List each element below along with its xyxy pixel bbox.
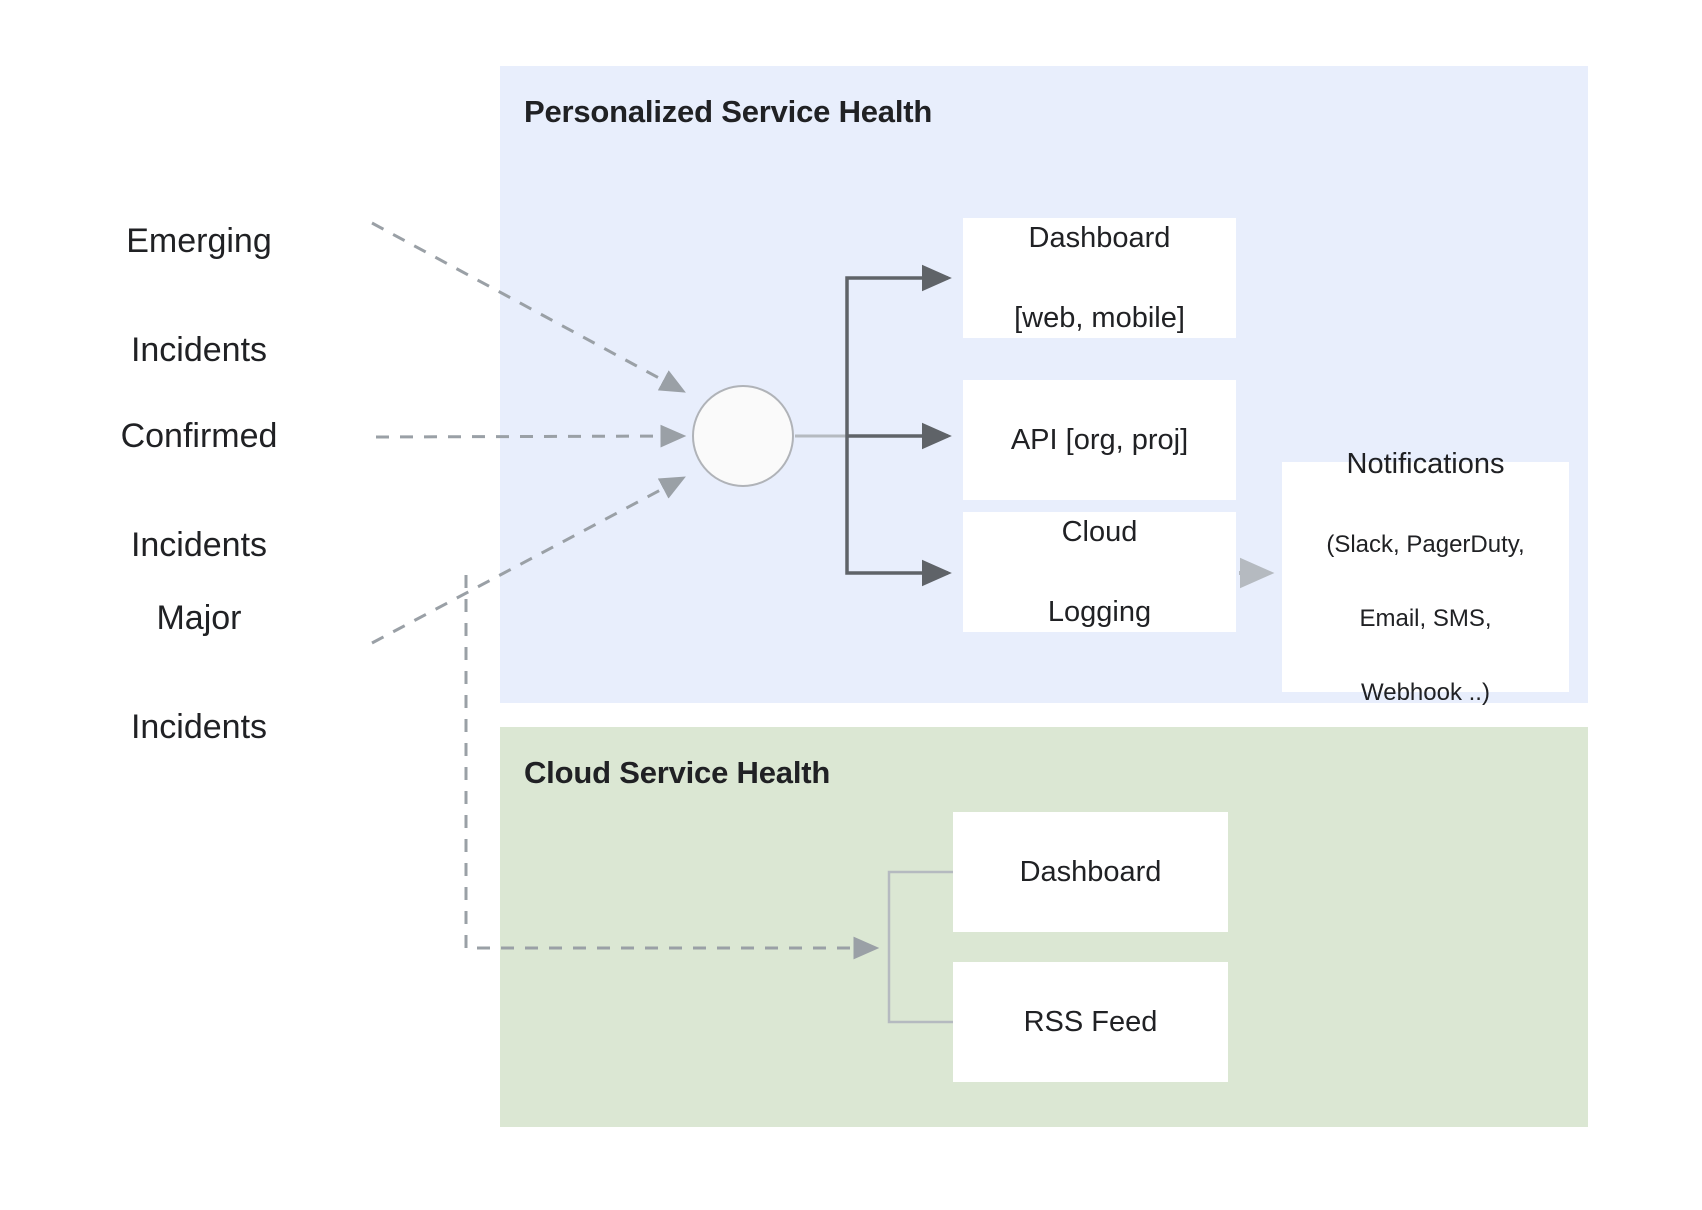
source-label-major-incidents: Major Incidents <box>54 537 344 809</box>
node-csh-dashboard[interactable]: Dashboard <box>953 812 1228 932</box>
node-cloud-logging-line2: Logging <box>1047 596 1152 629</box>
node-csh-rss-feed-text: RSS Feed <box>1023 1005 1158 1038</box>
node-cloud-logging-line1: Cloud <box>1061 515 1138 548</box>
source-major-line1: Major <box>156 599 242 638</box>
node-cloud-logging[interactable]: Cloud Logging <box>963 512 1236 632</box>
node-notifications-title: Notifications <box>1346 447 1505 480</box>
source-confirmed-line2: Incidents <box>130 526 268 565</box>
source-confirmed-line1: Confirmed <box>120 417 278 456</box>
hub-node-circle <box>692 385 794 487</box>
node-notifications-detail-line3: Webhook ..) <box>1361 679 1490 707</box>
node-cloud-logging-text: Cloud Logging <box>1048 472 1151 672</box>
source-label-confirmed-incidents: Confirmed Incidents <box>54 355 344 627</box>
node-dashboard-web-mobile-text: Dashboard [web, mobile] <box>1014 178 1185 378</box>
node-dashboard-line1: Dashboard <box>1028 221 1171 254</box>
node-api-text: API [org, proj] <box>1011 380 1188 500</box>
node-notifications-detail-line1: (Slack, PagerDuty, <box>1326 530 1525 558</box>
source-emerging-line2: Incidents <box>130 331 268 370</box>
node-notifications-detail-line2: Email, SMS, <box>1359 604 1492 632</box>
panel-personalized-title: Personalized Service Health <box>524 94 933 129</box>
node-dashboard-line2: [web, mobile] <box>1014 302 1185 335</box>
node-api-line1: API [org, proj] <box>1010 424 1189 456</box>
source-emerging-line1: Emerging <box>126 222 272 261</box>
node-csh-dashboard-text: Dashboard <box>1019 855 1162 888</box>
panel-cloud-title: Cloud Service Health <box>524 755 831 790</box>
node-api-org-proj[interactable]: API [org, proj] <box>963 380 1236 500</box>
node-dashboard-web-mobile[interactable]: Dashboard [web, mobile] <box>963 218 1236 338</box>
node-notifications[interactable]: Notifications (Slack, PagerDuty, Email, … <box>1282 448 1569 706</box>
node-csh-rss-feed[interactable]: RSS Feed <box>953 962 1228 1082</box>
source-major-line2: Incidents <box>130 708 268 747</box>
node-notifications-text: Notifications (Slack, PagerDuty, Email, … <box>1326 404 1524 750</box>
source-label-emerging-incidents: Emerging Incidents <box>54 160 344 432</box>
